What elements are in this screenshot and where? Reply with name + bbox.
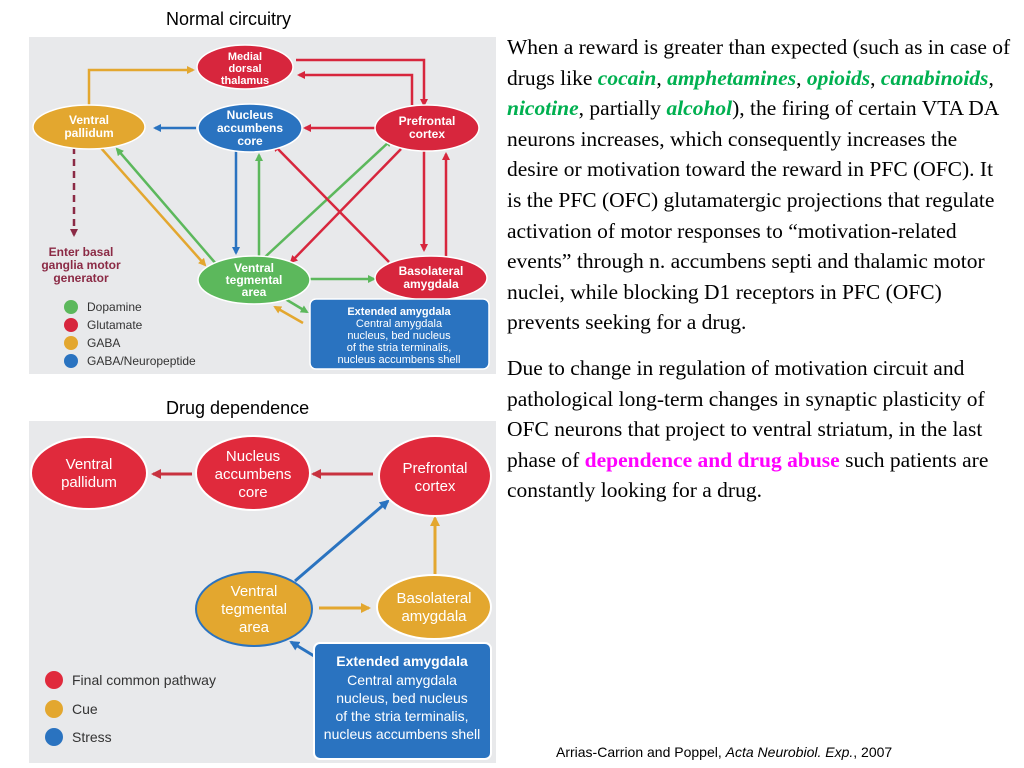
svg-text:pallidum: pallidum — [61, 474, 117, 491]
arrow-pfc-to-mdt — [297, 71, 414, 105]
svg-text:cortex: cortex — [415, 478, 456, 495]
arrow-mdt-to-pfc — [296, 58, 428, 107]
legend-item-gaba: GABA — [64, 336, 120, 350]
svg-text:Prefrontal: Prefrontal — [402, 460, 467, 477]
svg-text:accumbens: accumbens — [217, 121, 283, 135]
node-medial-dorsal-thalamus: Medial dorsal thalamus — [196, 44, 294, 90]
svg-text:pallidum: pallidum — [64, 126, 113, 140]
svg-text:core: core — [238, 484, 267, 501]
dep-extended-amygdala-box: Extended amygdala Central amygdala nucle… — [313, 642, 492, 760]
arrow-vp-to-mdt — [87, 66, 195, 105]
svg-text:thalamus: thalamus — [221, 75, 269, 87]
normal-circuitry-svg: Medial dorsal thalamus Ventral pallidum … — [32, 44, 490, 370]
svg-text:accumbens: accumbens — [215, 466, 292, 483]
svg-text:Dopamine: Dopamine — [87, 300, 142, 314]
citation-journal: Acta Neurobiol. Exp. — [725, 744, 854, 760]
svg-text:Ventral: Ventral — [231, 583, 278, 600]
dep-node-nucleus-accumbens-core: Nucleus accumbens core — [195, 435, 311, 511]
svg-text:Basolateral: Basolateral — [396, 590, 471, 607]
svg-text:Nucleus: Nucleus — [227, 108, 274, 122]
svg-text:Ventral: Ventral — [66, 456, 113, 473]
svg-text:Glutamate: Glutamate — [87, 318, 143, 332]
svg-text:Final common pathway: Final common pathway — [72, 672, 216, 688]
normal-circuitry-diagram: Medial dorsal thalamus Ventral pallidum … — [29, 37, 496, 374]
drug-canabinoids: canabinoids — [880, 65, 989, 90]
svg-text:nucleus accumbens shell: nucleus accumbens shell — [338, 354, 461, 366]
svg-text:Enter basal: Enter basal — [49, 245, 114, 259]
arrow-pfc-to-vta — [289, 148, 402, 264]
dep-node-ventral-pallidum: Ventral pallidum — [30, 436, 148, 510]
svg-text:area: area — [242, 285, 267, 299]
svg-text:nucleus, bed nucleus: nucleus, bed nucleus — [347, 330, 451, 342]
svg-text:amygdala: amygdala — [403, 277, 459, 291]
svg-text:GABA/Neuropeptide: GABA/Neuropeptide — [87, 354, 196, 368]
svg-text:nucleus accumbens shell: nucleus accumbens shell — [324, 726, 480, 742]
top-panel-title: Normal circuitry — [166, 9, 292, 29]
svg-text:GABA: GABA — [87, 336, 120, 350]
legend-item-final-common-pathway: Final common pathway — [45, 671, 216, 689]
svg-text:Central amygdala: Central amygdala — [356, 318, 443, 330]
svg-text:of the stria terminalis,: of the stria terminalis, — [335, 708, 468, 724]
svg-text:cortex: cortex — [409, 127, 445, 141]
paragraph-dependence: Due to change in regulation of motivatio… — [507, 355, 989, 503]
drug-cocain: cocain — [597, 65, 657, 90]
svg-text:Extended amygdala: Extended amygdala — [336, 653, 468, 669]
node-basolateral-amygdala: Basolateral amygdala — [374, 255, 488, 301]
node-nucleus-accumbens-core: Nucleus accumbens core — [197, 103, 303, 153]
node-ventral-tegmental-area: Ventral tegmental area — [197, 255, 311, 305]
svg-text:Extended amygdala: Extended amygdala — [347, 306, 451, 318]
svg-text:Medial: Medial — [228, 51, 262, 63]
top-arrows — [70, 58, 450, 325]
arrow-bla-to-nac — [272, 143, 390, 263]
legend-item-cue: Cue — [45, 700, 98, 718]
drug-amphetamines: amphetamines — [667, 65, 797, 90]
svg-text:Ventral: Ventral — [69, 113, 109, 127]
svg-text:dorsal: dorsal — [228, 63, 261, 75]
arrow-ext-to-vta — [273, 305, 304, 325]
svg-text:Basolateral: Basolateral — [399, 264, 464, 278]
svg-text:tegmental: tegmental — [221, 601, 287, 618]
svg-text:of the stria terminalis,: of the stria terminalis, — [347, 342, 452, 354]
citation: Arrias-Carrion and Poppel, Acta Neurobio… — [556, 744, 893, 760]
drug-dependence-diagram: Ventral pallidum Nucleus accumbens core … — [29, 421, 496, 763]
arrow-vta-to-vp — [115, 147, 218, 266]
drug-dependence-svg: Ventral pallidum Nucleus accumbens core … — [30, 435, 492, 760]
node-basal-ganglia-label: Enter basal ganglia motor generator — [41, 245, 121, 285]
drug-opioids: opioids — [806, 65, 871, 90]
svg-text:area: area — [239, 619, 270, 636]
legend-item-stress: Stress — [45, 728, 112, 746]
body-text: When a reward is greater than expected (… — [507, 32, 1012, 506]
node-ventral-pallidum: Ventral pallidum — [32, 104, 146, 150]
bottom-panel-title: Drug dependence — [166, 398, 310, 418]
svg-text:Central amygdala: Central amygdala — [347, 672, 457, 688]
svg-text:tegmental: tegmental — [226, 273, 283, 287]
drug-nicotine: nicotine — [507, 96, 579, 121]
paragraph-reward: When a reward is greater than expected (… — [507, 35, 1011, 335]
dep-node-ventral-tegmental-area: Ventral tegmental area — [195, 571, 313, 647]
svg-text:Ventral: Ventral — [234, 261, 274, 275]
svg-text:Cue: Cue — [72, 701, 98, 717]
svg-text:amygdala: amygdala — [401, 608, 467, 625]
drug-alcohol: alcohol — [666, 96, 733, 121]
arrow-vta-to-pfc-dep — [294, 499, 390, 583]
dep-node-prefrontal-cortex: Prefrontal cortex — [378, 435, 492, 517]
legend-item-glutamate: Glutamate — [64, 318, 143, 332]
arrow-vp-to-vta — [100, 147, 207, 267]
legend-item-gaba-neuropeptide: GABA/Neuropeptide — [64, 354, 196, 368]
svg-text:Nucleus: Nucleus — [226, 448, 280, 465]
extended-amygdala-box: Extended amygdala Central amygdala nucle… — [309, 298, 490, 370]
svg-text:Stress: Stress — [72, 729, 112, 745]
highlight-dependence: dependence and drug abuse — [584, 447, 840, 472]
bottom-legend: Final common pathway Cue Stress — [45, 671, 216, 746]
top-legend: Dopamine Glutamate GABA GABA/Neuropeptid… — [64, 300, 196, 368]
dep-node-basolateral-amygdala: Basolateral amygdala — [376, 574, 492, 640]
svg-text:nucleus, bed nucleus: nucleus, bed nucleus — [336, 690, 468, 706]
svg-text:Prefrontal: Prefrontal — [399, 114, 456, 128]
node-prefrontal-cortex: Prefrontal cortex — [374, 104, 480, 152]
bottom-arrows — [151, 469, 440, 661]
svg-text:core: core — [237, 134, 263, 148]
svg-text:ganglia motor: ganglia motor — [41, 258, 121, 272]
legend-item-dopamine: Dopamine — [64, 300, 142, 314]
svg-text:generator: generator — [53, 271, 109, 285]
